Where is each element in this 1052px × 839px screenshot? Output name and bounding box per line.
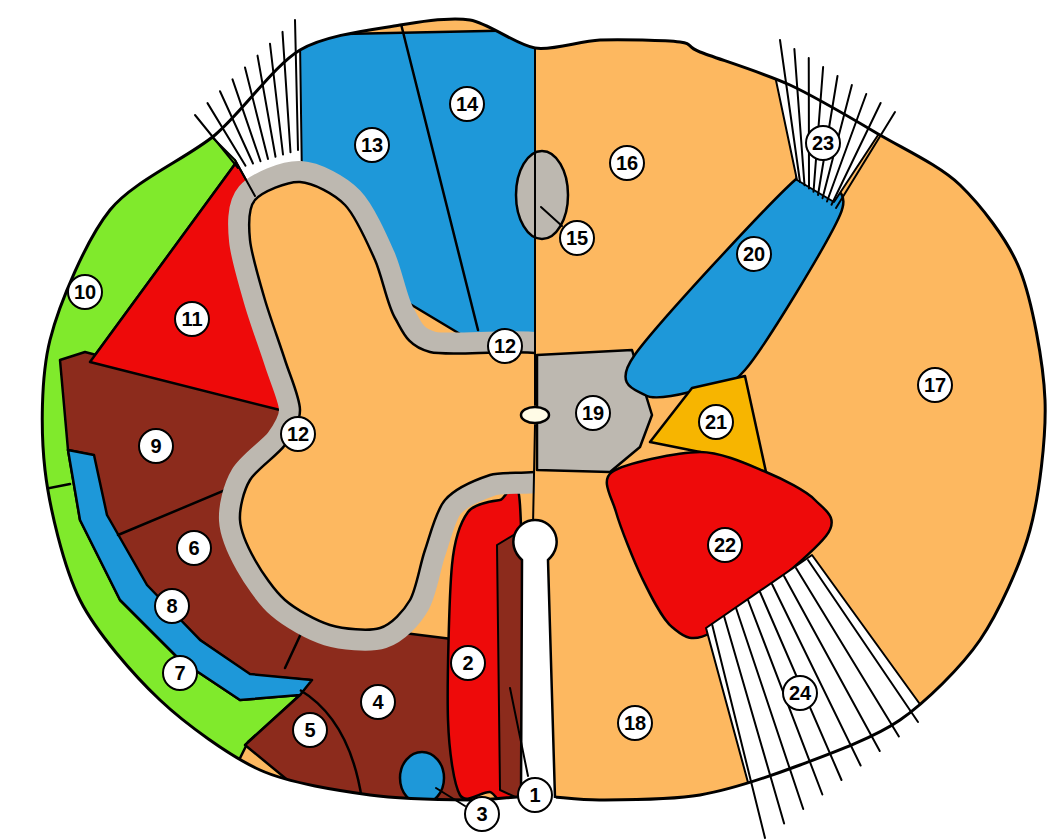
dorsal-spinocerebellar-tract [625, 169, 843, 397]
median-fissure-edge [513, 520, 556, 798]
callout-number: 23 [805, 125, 841, 161]
callout-number: 1 [517, 777, 553, 813]
gray-matter [240, 182, 535, 630]
central-canal [521, 407, 549, 423]
root-fiber [748, 600, 822, 795]
leader-line [510, 688, 528, 776]
callout-number: 13 [354, 127, 390, 163]
callout-number: 10 [67, 274, 103, 310]
root-fiber [796, 568, 899, 737]
leader-line [436, 788, 465, 806]
callout-number: 21 [698, 404, 734, 440]
small-tract [400, 752, 444, 804]
root-fiber [832, 103, 881, 205]
dorsal-root-fibers [195, 20, 298, 168]
medial-strip [497, 530, 522, 800]
column-divider [400, 20, 478, 330]
root-fiber [808, 560, 918, 722]
roots-and-leaders [195, 20, 918, 838]
root-fiber [836, 112, 895, 208]
callout-number: 11 [174, 301, 210, 337]
callout-number: 7 [162, 655, 198, 691]
anterior-tract [448, 484, 523, 816]
median-fissure [513, 520, 556, 806]
cord-regions [0, 20, 935, 839]
root-fiber [724, 616, 784, 824]
callout-number: 22 [707, 527, 743, 563]
root-fiber [245, 68, 268, 160]
callout-number: 9 [138, 428, 174, 464]
callout-number: 19 [575, 395, 611, 431]
root-fiber [772, 584, 861, 766]
root-fiber [283, 32, 291, 152]
callout-number: 18 [617, 705, 653, 741]
callout-number: 24 [782, 675, 818, 711]
left-half [0, 20, 535, 839]
callout-number: 12 [487, 328, 523, 364]
ventral-root-fibers [712, 560, 918, 838]
callout-number: 4 [360, 684, 396, 720]
root-fiber [784, 576, 880, 751]
root-fiber [794, 49, 804, 185]
midline [534, 44, 536, 405]
callout-number: 12 [280, 416, 316, 452]
root-fiber [780, 40, 800, 182]
callout-number: 6 [176, 530, 212, 566]
ventral-root-zone [706, 555, 935, 839]
callout-number: 17 [917, 367, 953, 403]
root-fiber [295, 20, 298, 150]
callout-number: 20 [736, 236, 772, 272]
callout-number: 2 [450, 645, 486, 681]
midline [533, 425, 535, 525]
callout-number: 5 [292, 712, 328, 748]
root-fiber [808, 58, 810, 189]
root-fiber [760, 592, 842, 780]
root-fiber [233, 79, 261, 161]
callout-number: 15 [559, 220, 595, 256]
dorsal-root-fibers [780, 40, 895, 208]
callout-number: 3 [464, 796, 500, 832]
callout-number: 16 [609, 145, 645, 181]
gray-rim [240, 182, 535, 630]
gray-rim-edge [240, 182, 535, 630]
tract-divider [30, 484, 70, 492]
small-gray-region [516, 151, 568, 239]
callout-number: 8 [154, 588, 190, 624]
callout-number: 14 [449, 86, 485, 122]
leader-line [541, 207, 562, 226]
root-fiber [270, 44, 283, 155]
